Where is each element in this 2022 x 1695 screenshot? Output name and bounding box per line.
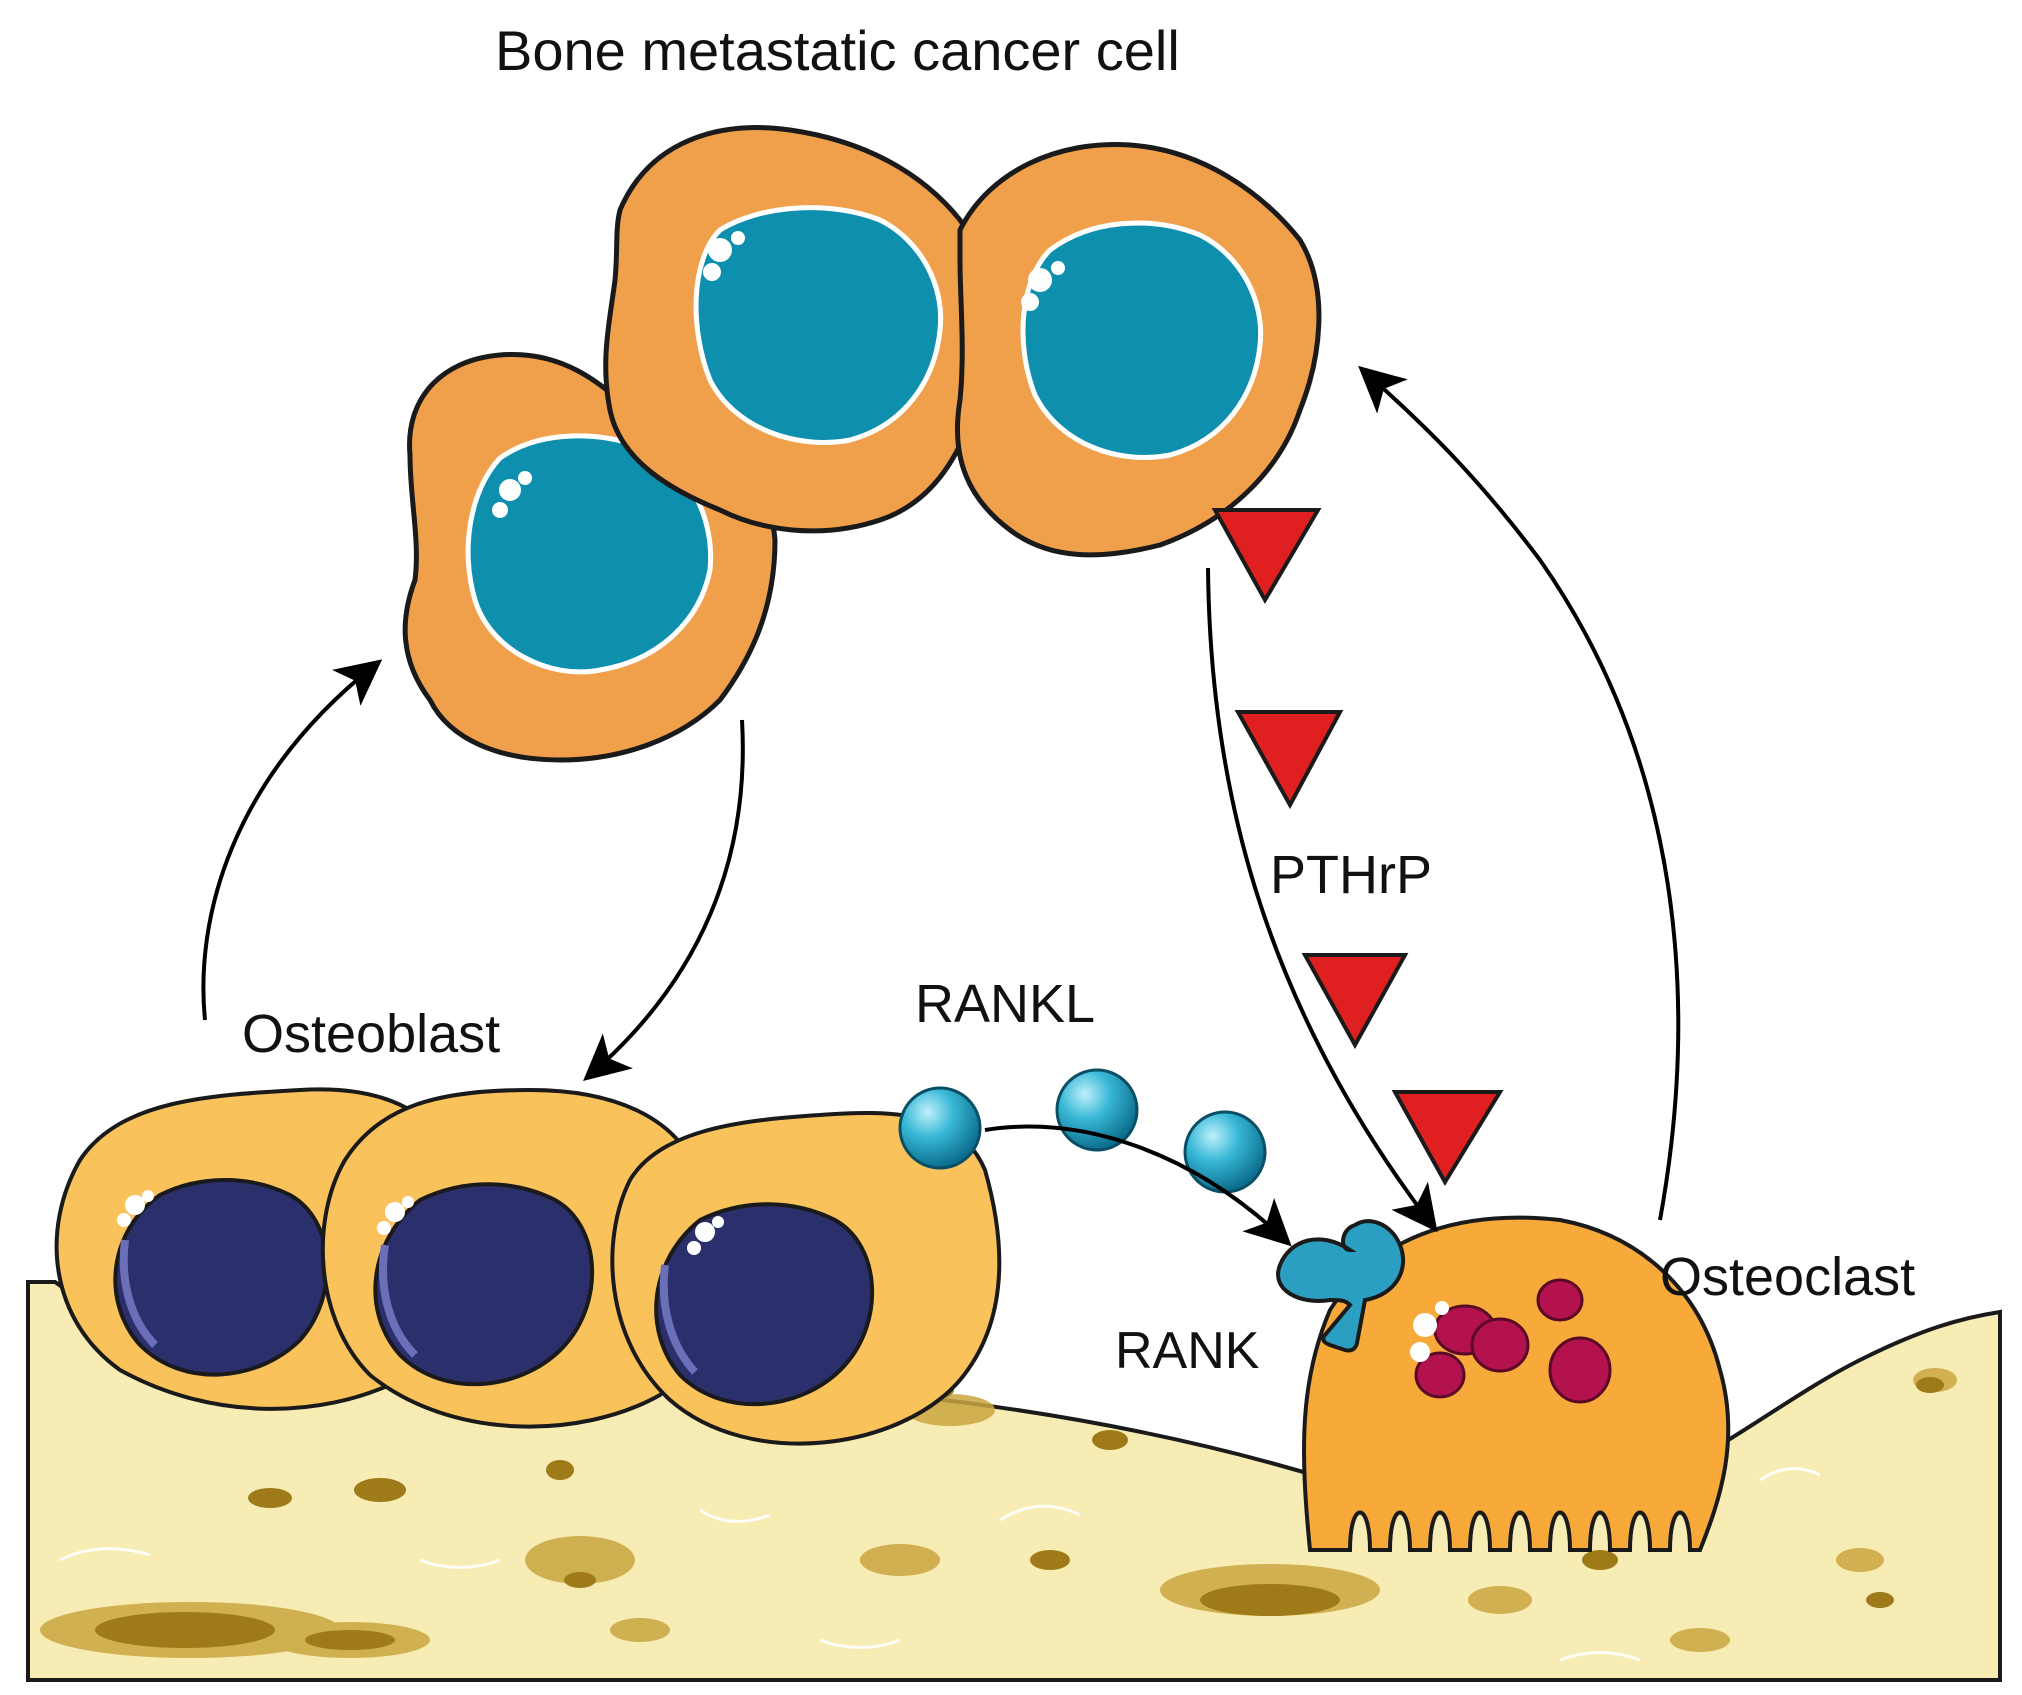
cancer-cell — [603, 125, 989, 534]
pthrp-marker — [1211, 508, 1322, 605]
label-pthrp: PTHrP — [1270, 845, 1432, 905]
arrow-rankl-to-rank — [984, 1124, 1292, 1247]
osteoclast-cell — [1302, 1215, 1731, 1552]
osteoblast-cell — [610, 1111, 1002, 1446]
arrow-cancer-to-osteoclast — [1206, 567, 1438, 1233]
rankl-marker — [898, 1086, 982, 1170]
pthrp-marker — [1391, 1090, 1504, 1186]
osteoblast-cell — [320, 1087, 712, 1429]
label-rankl: RANKL — [915, 974, 1095, 1034]
arrow-osteoblast-to-cancer — [201, 659, 383, 1021]
pthrp-markers — [1211, 508, 1504, 1186]
rankl-marker — [1183, 1110, 1267, 1194]
arrow-osteoclast-to-cancer — [1358, 365, 1681, 1221]
pthrp-marker — [1301, 953, 1409, 1050]
label-rank: RANK — [1115, 1322, 1260, 1380]
arrow-cancer-to-osteoblast — [583, 719, 745, 1082]
label-osteoblast: Osteoblast — [242, 1004, 500, 1064]
cancer-cells — [402, 125, 1322, 763]
rank-receptor — [1276, 1219, 1406, 1353]
rankl-marker — [1055, 1068, 1139, 1152]
pthrp-marker — [1234, 710, 1344, 810]
label-osteoclast: Osteoclast — [1660, 1247, 1915, 1307]
cancer-cell — [954, 141, 1322, 558]
arrows — [201, 365, 1681, 1247]
labels: Bone metastatic cancer cell Osteoblast R… — [242, 19, 1915, 1380]
osteoblast-cells — [54, 1087, 1002, 1446]
diagram-title: Bone metastatic cancer cell — [495, 19, 1180, 82]
